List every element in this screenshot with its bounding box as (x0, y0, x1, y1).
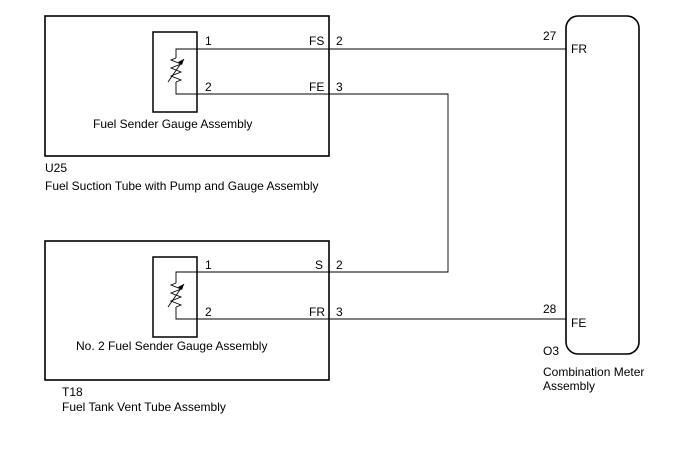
t18-pin1: 1 (205, 258, 212, 272)
t18-sender-name: No. 2 Fuel Sender Gauge Assembly (76, 339, 267, 353)
t18-term1-num: 2 (336, 258, 343, 272)
o3-term1-num: 27 (543, 29, 557, 43)
t18-term1-name: S (315, 258, 323, 272)
o3-term2-name: FE (571, 316, 586, 330)
o3-meter-box (565, 15, 640, 355)
u25-term1-num: 2 (336, 34, 343, 48)
t18-sender-box (152, 256, 198, 338)
o3-code: O3 (543, 344, 559, 358)
u25-term1-name: FS (309, 34, 324, 48)
u25-sender-name: Fuel Sender Gauge Assembly (93, 117, 252, 131)
u25-sender-box (152, 31, 198, 113)
u25-term2-name: FE (309, 80, 324, 94)
o3-name-line2: Assembly (543, 379, 595, 393)
t18-code: T18 (62, 385, 83, 399)
wire-fe-to-s (329, 93, 449, 273)
u25-pin2: 2 (205, 80, 212, 94)
u25-name: Fuel Suction Tube with Pump and Gauge As… (45, 179, 319, 193)
u25-pin1: 1 (205, 34, 212, 48)
o3-term1-name: FR (571, 42, 587, 56)
t18-box (44, 240, 330, 381)
u25-code: U25 (45, 161, 67, 175)
u25-term2-num: 3 (336, 80, 343, 94)
t18-pin2: 2 (205, 305, 212, 319)
t18-term2-name: FR (309, 305, 325, 319)
t18-variable-resistor-icon (167, 271, 202, 320)
t18-term2-num: 3 (336, 305, 343, 319)
u25-box (44, 15, 330, 157)
o3-name-line1: Combination Meter (543, 365, 644, 379)
u25-variable-resistor-icon (167, 48, 202, 95)
t18-name: Fuel Tank Vent Tube Assembly (62, 400, 226, 414)
o3-term2-num: 28 (543, 302, 557, 316)
